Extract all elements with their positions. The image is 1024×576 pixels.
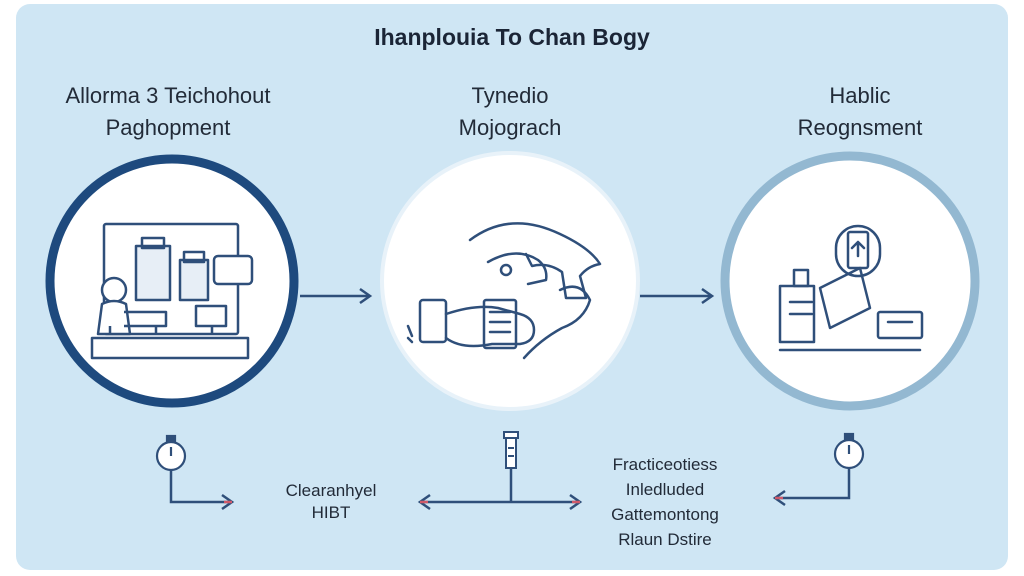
stage-1-label-line2: Paghopment: [105, 115, 231, 140]
stage-2-label-line2: Mojograch: [458, 115, 562, 140]
outcome-2-line3: Gattemontong: [611, 505, 719, 524]
connector-stage2-to-outcomes: [417, 468, 583, 511]
stage-2-label: Tynedio Mojograch: [410, 80, 610, 144]
tablet-kiosk-icon: [778, 224, 924, 352]
stage-2-circle: [380, 151, 640, 411]
outcome-1-line2: HIBT: [311, 503, 351, 522]
stage-1-label-line1: Allorma 3 Teichohout: [65, 83, 271, 108]
stage-3-label-line2: Reognsment: [797, 115, 923, 140]
stage-3-label-line1: Hablic: [829, 83, 891, 108]
outcome-2-label: Fracticeotiess Inledluded Gattemontong R…: [570, 452, 760, 552]
lab-equipment-icon: [90, 222, 254, 360]
stage-2-label-line1: Tynedio: [471, 83, 549, 108]
outcome-2-line4: Rlaun Dstire: [618, 530, 712, 549]
stage-3-circle: [720, 151, 980, 411]
test-tube-icon-stage2: [503, 431, 519, 469]
hand-device-icon: [406, 222, 602, 360]
connector-stage3-to-outcome2: [772, 468, 851, 507]
outcome-2-line1: Fracticeotiess: [612, 455, 718, 474]
connector-stage1-to-outcome1: [169, 470, 235, 511]
outcome-2-line2: Inledluded: [625, 480, 705, 499]
stopwatch-icon-stage3: [833, 432, 865, 470]
outcome-1-label: Clearanhyel HIBT: [246, 480, 416, 524]
stage-1-label: Allorma 3 Teichohout Paghopment: [48, 80, 288, 144]
arrow-stage2-to-stage3: [640, 287, 715, 305]
outcome-1-line1: Clearanhyel: [285, 481, 377, 500]
stage-1-circle: [45, 154, 299, 408]
diagram-title: Ihanplouia To Chan Bogy: [374, 24, 650, 50]
stopwatch-icon-stage1: [155, 434, 187, 472]
stage-3-label: Hablic Reognsment: [740, 80, 980, 144]
arrow-stage1-to-stage2: [300, 287, 373, 305]
